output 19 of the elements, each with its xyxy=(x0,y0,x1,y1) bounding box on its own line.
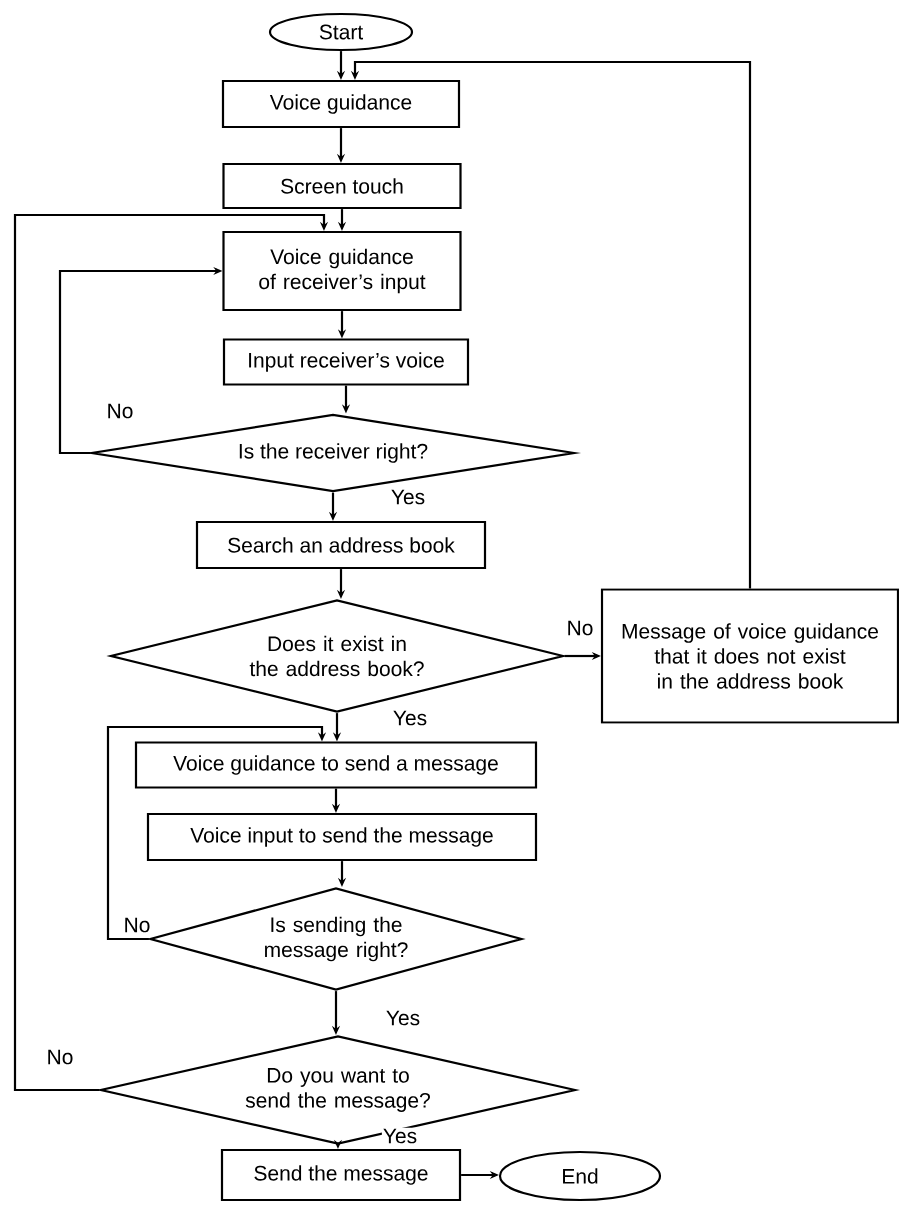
process-box: Voice input to send the message xyxy=(146,812,538,862)
process-box: Input receiver’s voice xyxy=(222,338,470,386)
process-box: Voice guidance of receiver’s input xyxy=(222,230,462,312)
edge-label: Yes xyxy=(381,1127,419,1145)
process-box: Search an address book xyxy=(195,520,487,570)
process-box: Voice guidance xyxy=(221,79,461,129)
process-box: Message of voice guidance that it does not exist in the address book xyxy=(600,588,899,724)
edge-label: Yes xyxy=(384,1009,422,1027)
edge-label: No xyxy=(105,402,135,420)
process-box: Screen touch xyxy=(222,162,462,210)
process-box: Send the message xyxy=(220,1148,462,1202)
terminal-oval: Start xyxy=(268,12,414,52)
edge-label: Yes xyxy=(389,488,427,506)
terminal-oval: End xyxy=(498,1150,662,1202)
arrow xyxy=(106,725,327,941)
arrow xyxy=(13,213,329,1092)
edge-label: No xyxy=(45,1048,75,1066)
edge-label: No xyxy=(565,619,595,637)
process-box: Voice guidance to send a message xyxy=(134,741,538,789)
